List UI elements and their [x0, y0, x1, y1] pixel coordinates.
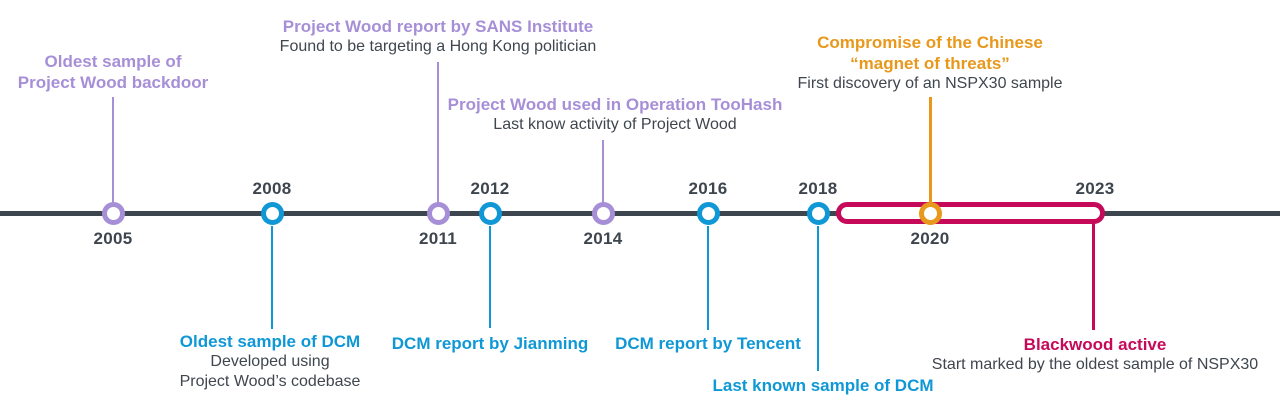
event-label-2008: Oldest sample of DCM Developed using Pro…	[180, 331, 361, 392]
year-label-2020: 2020	[910, 229, 950, 248]
event-node-2020	[919, 202, 942, 225]
event-node-2011	[427, 202, 450, 225]
event-node-2008	[261, 202, 284, 225]
event-stem-2014	[602, 140, 604, 204]
year-label-2018: 2018	[798, 179, 838, 198]
event-node-2014	[592, 202, 615, 225]
event-subtitle-2020: First discovery of an NSPX30 sample	[797, 75, 1063, 92]
event-label-2018: Last known sample of DCM	[712, 375, 933, 396]
year-label-2012: 2012	[470, 179, 510, 198]
event-title-2016: DCM report by Tencent	[615, 334, 801, 353]
event-label-2016: DCM report by Tencent	[615, 333, 801, 354]
blackwood-period-capsule	[836, 202, 1105, 224]
event-label-2023: Blackwood active Start marked by the old…	[932, 334, 1258, 375]
timeline-axis	[0, 211, 1280, 216]
event-node-2012	[479, 202, 502, 225]
event-stem-2012	[489, 226, 491, 328]
event-stem-2020	[929, 97, 932, 204]
event-label-2011: Project Wood report by SANS Institute Fo…	[280, 16, 597, 57]
event-stem-2008	[271, 226, 273, 329]
year-label-2008: 2008	[252, 179, 292, 198]
event-node-2016	[697, 202, 720, 225]
event-subtitle-2023: Start marked by the oldest sample of NSP…	[931, 356, 1259, 373]
event-node-2005	[102, 202, 125, 225]
event-subtitle-2014: Last know activity of Project Wood	[493, 116, 737, 133]
year-label-2014: 2014	[583, 229, 623, 248]
event-stem-2005	[112, 97, 114, 204]
event-title-2023: Blackwood active	[1023, 335, 1167, 354]
event-stem-2023	[1092, 222, 1095, 330]
event-stem-2018	[817, 226, 819, 371]
event-node-2018	[807, 202, 830, 225]
event-title-2018: Last known sample of DCM	[712, 376, 934, 395]
event-title-2005: Oldest sample of Project Wood backdoor	[17, 52, 209, 92]
year-label-2023: 2023	[1075, 179, 1115, 198]
year-label-2005: 2005	[93, 229, 133, 248]
event-stem-2011	[437, 62, 439, 204]
year-label-2016: 2016	[688, 179, 728, 198]
event-label-2012: DCM report by Jianming	[392, 333, 588, 354]
event-title-2011: Project Wood report by SANS Institute	[282, 17, 594, 36]
event-subtitle-2011: Found to be targeting a Hong Kong politi…	[279, 38, 597, 55]
event-title-2012: DCM report by Jianming	[391, 334, 589, 353]
event-title-2008: Oldest sample of DCM	[179, 332, 361, 351]
event-title-2020: Compromise of the Chinese “magnet of thr…	[817, 33, 1043, 73]
event-label-2014: Project Wood used in Operation TooHash L…	[448, 94, 783, 135]
event-subtitle-2008: Developed using Project Wood’s codebase	[179, 353, 361, 390]
event-label-2020: Compromise of the Chinese “magnet of thr…	[798, 32, 1063, 94]
event-label-2005: Oldest sample of Project Wood backdoor	[18, 51, 209, 93]
event-title-2014: Project Wood used in Operation TooHash	[447, 95, 783, 114]
event-stem-2016	[707, 226, 709, 330]
year-label-2011: 2011	[418, 229, 458, 248]
